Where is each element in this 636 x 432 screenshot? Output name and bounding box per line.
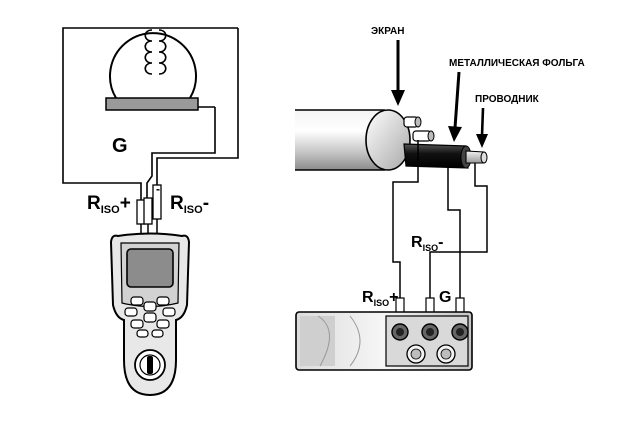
screen-terminal [403, 116, 435, 142]
tester-keypad [124, 296, 176, 338]
motor-winding [105, 29, 199, 111]
conductor-wire [429, 163, 488, 305]
ground-wire [146, 107, 216, 202]
tester-display [126, 248, 174, 288]
right-riso-plus-label: RISO+ [362, 289, 398, 308]
probe-plugs [395, 297, 465, 319]
conductor-arrow-icon [476, 107, 488, 148]
right-ground-label: G [439, 289, 451, 306]
handheld-tester [109, 232, 191, 397]
svg-text:RISO-: RISO- [170, 193, 209, 216]
terminal-jacks [391, 323, 469, 341]
right-loop-wire [156, 28, 239, 186]
screen-arrow-icon [391, 40, 405, 106]
coil-right-icon [158, 29, 167, 75]
foil-arrow-icon [448, 71, 462, 142]
left-diagram: G - RISO+ RISO- [62, 27, 239, 397]
metal-foil [403, 143, 469, 169]
coil-left-icon [144, 29, 153, 75]
socket-connectors [406, 344, 456, 364]
rotary-dial-icon [134, 349, 166, 381]
bench-instrument [295, 311, 473, 371]
foil-label: МЕТАЛЛИЧЕСКАЯ ФОЛЬГА [449, 58, 585, 69]
left-center-sign: - [156, 182, 160, 196]
svg-text:RISO+: RISO+ [87, 193, 131, 216]
probe-connectors [136, 184, 162, 233]
right-diagram: ЭКРАН МЕТАЛЛИЧЕСКАЯ ФОЛЬГА ПРОВОДНИК [295, 26, 585, 371]
svg-text:RISO-: RISO- [411, 234, 443, 253]
conductor-label: ПРОВОДНИК [475, 94, 540, 105]
left-loop-wire [62, 27, 238, 202]
foil-wire [447, 167, 461, 305]
left-riso-plus-label: RISO+ [87, 193, 131, 216]
svg-text:RISO+: RISO+ [362, 289, 398, 308]
cable-illustration [295, 109, 488, 171]
screen-label: ЭКРАН [371, 26, 404, 37]
screen-wire [392, 140, 419, 305]
right-riso-minus-label: RISO- [411, 234, 443, 253]
motor-base [105, 97, 199, 111]
left-riso-minus-label: RISO- [170, 193, 209, 216]
left-ground-label: G [112, 135, 128, 157]
cable-end-face [365, 109, 411, 171]
